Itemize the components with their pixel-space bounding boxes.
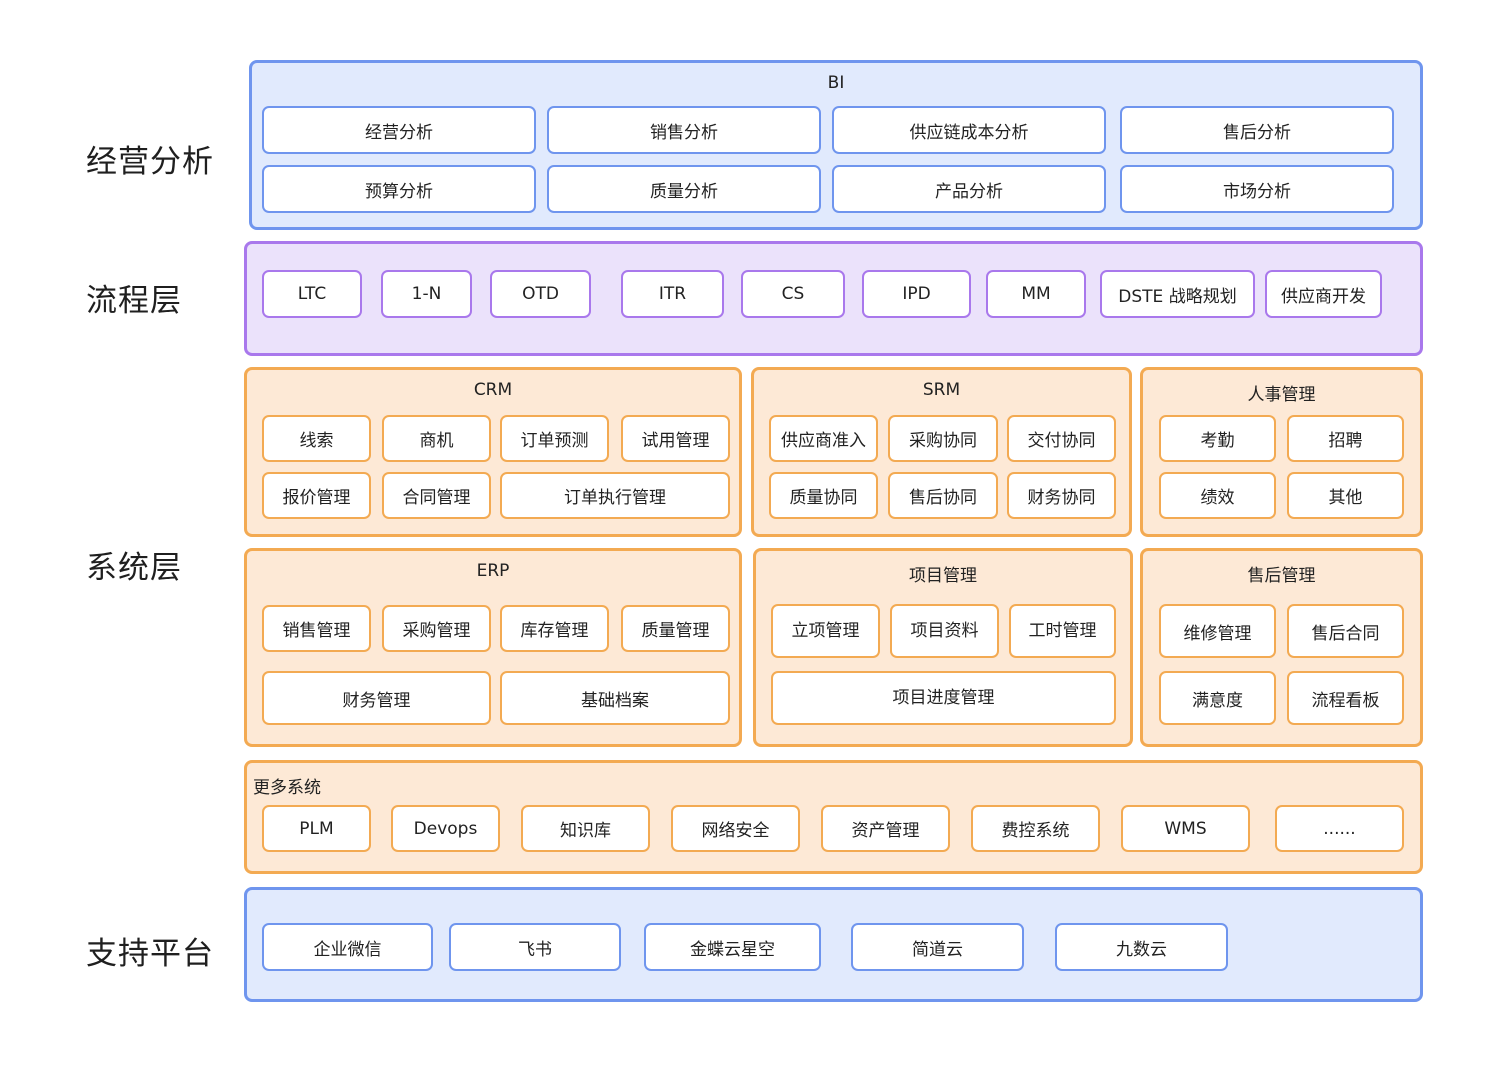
hr-item-other[interactable]: 其他 [1287,472,1404,519]
crm-title: CRM [473,380,513,400]
project-item-initiation[interactable]: 立项管理 [771,604,880,658]
crm-item-trial-mgmt[interactable]: 试用管理 [621,415,730,462]
aftersales-item-contract[interactable]: 售后合同 [1287,604,1404,658]
support-item-wecom[interactable]: 企业微信 [262,923,433,971]
srm-item-supplier-access[interactable]: 供应商准入 [769,415,878,462]
srm-item-delivery-collab[interactable]: 交付协同 [1007,415,1116,462]
erp-item-purchase-mgmt[interactable]: 采购管理 [382,605,491,652]
more-item-wms[interactable]: WMS [1121,805,1250,852]
srm-item-finance-collab[interactable]: 财务协同 [1007,472,1116,519]
project-item-documents[interactable]: 项目资料 [890,604,999,658]
process-item-ltc[interactable]: LTC [262,270,362,318]
process-item-dste[interactable]: DSTE 战略规划 [1100,270,1255,318]
process-item-1-n[interactable]: 1-N [381,270,472,318]
layer-label-system: 系统层 [86,550,182,586]
bi-item-aftersales-analysis[interactable]: 售后分析 [1120,106,1394,154]
layer-label-analysis: 经营分析 [86,144,214,180]
bi-item-budget-analysis[interactable]: 预算分析 [262,165,536,213]
process-item-ipd[interactable]: IPD [862,270,971,318]
layer-label-process: 流程层 [86,283,182,319]
bi-title: BI [827,73,845,93]
process-item-mm[interactable]: MM [986,270,1086,318]
srm-item-aftersales-collab[interactable]: 售后协同 [888,472,998,519]
more-item-plm[interactable]: PLM [262,805,371,852]
process-item-cs[interactable]: CS [741,270,845,318]
srm-title: SRM [922,380,961,400]
aftersales-item-satisfaction[interactable]: 满意度 [1159,671,1276,725]
project-item-progress-mgmt[interactable]: 项目进度管理 [771,671,1116,725]
more-item-asset-mgmt[interactable]: 资产管理 [821,805,950,852]
crm-item-order-forecast[interactable]: 订单预测 [500,415,609,462]
srm-item-purchase-collab[interactable]: 采购协同 [888,415,998,462]
aftersales-item-process-board[interactable]: 流程看板 [1287,671,1404,725]
bi-item-supply-chain-cost-analysis[interactable]: 供应链成本分析 [832,106,1106,154]
more-systems-title: 更多系统 [253,778,321,798]
more-item-network-security[interactable]: 网络安全 [671,805,800,852]
hr-title: 人事管理 [1247,385,1316,405]
support-item-jiandaoyun[interactable]: 简道云 [851,923,1024,971]
hr-item-recruiting[interactable]: 招聘 [1287,415,1404,462]
bi-item-market-analysis[interactable]: 市场分析 [1120,165,1394,213]
erp-item-quality-mgmt[interactable]: 质量管理 [621,605,730,652]
project-item-timesheet[interactable]: 工时管理 [1009,604,1116,658]
more-item-devops[interactable]: Devops [391,805,500,852]
process-item-supplier-dev[interactable]: 供应商开发 [1265,270,1382,318]
more-item-expense-control[interactable]: 费控系统 [971,805,1100,852]
erp-item-base-archive[interactable]: 基础档案 [500,671,730,725]
hr-item-attendance[interactable]: 考勤 [1159,415,1276,462]
erp-item-inventory-mgmt[interactable]: 库存管理 [500,605,609,652]
layer-label-support: 支持平台 [86,936,214,972]
more-item-ellipsis[interactable]: ...... [1275,805,1404,852]
bi-item-quality-analysis[interactable]: 质量分析 [547,165,821,213]
process-item-otd[interactable]: OTD [490,270,591,318]
erp-title: ERP [476,561,510,581]
bi-item-business-analysis[interactable]: 经营分析 [262,106,536,154]
erp-item-sales-mgmt[interactable]: 销售管理 [262,605,371,652]
aftersales-item-repair[interactable]: 维修管理 [1159,604,1276,658]
crm-item-quote-mgmt[interactable]: 报价管理 [262,472,371,519]
aftersales-title: 售后管理 [1247,566,1316,586]
bi-item-product-analysis[interactable]: 产品分析 [832,165,1106,213]
project-title: 项目管理 [909,566,977,586]
crm-item-contract-mgmt[interactable]: 合同管理 [382,472,491,519]
bi-item-sales-analysis[interactable]: 销售分析 [547,106,821,154]
support-item-jiushuyun[interactable]: 九数云 [1055,923,1228,971]
hr-item-performance[interactable]: 绩效 [1159,472,1276,519]
support-item-feishu[interactable]: 飞书 [449,923,621,971]
crm-item-order-execution[interactable]: 订单执行管理 [500,472,730,519]
support-item-kingdee[interactable]: 金蝶云星空 [644,923,821,971]
process-item-itr[interactable]: ITR [621,270,724,318]
more-item-knowledge-base[interactable]: 知识库 [521,805,650,852]
erp-item-finance-mgmt[interactable]: 财务管理 [262,671,491,725]
crm-item-opportunity[interactable]: 商机 [382,415,491,462]
srm-item-quality-collab[interactable]: 质量协同 [769,472,878,519]
crm-item-leads[interactable]: 线索 [262,415,371,462]
